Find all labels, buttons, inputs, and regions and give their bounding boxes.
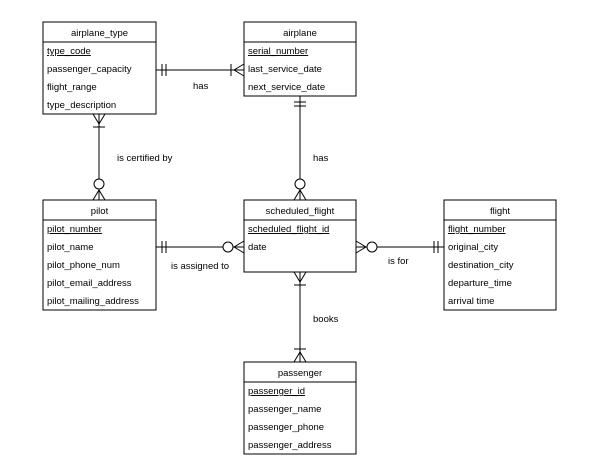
attribute: type_description (47, 100, 116, 111)
attribute: arrival time (448, 296, 494, 307)
attribute: date (248, 242, 267, 253)
entity-box (42, 21, 157, 115)
attribute: next_service_date (248, 82, 325, 93)
optional-circle (93, 178, 105, 190)
entity-pilot[interactable]: pilot pilot_number pilot_name pilot_phone_n… (42, 199, 157, 311)
entity-title: pilot (91, 206, 109, 217)
attribute: passenger_phone (248, 422, 324, 433)
entity-title: airplane (283, 28, 317, 39)
entity-title: airplane_type (71, 28, 128, 39)
crowfoot-prong (355, 246, 367, 254)
primary-key-attribute: type_code (47, 46, 91, 57)
crowfoot-prong (98, 189, 106, 201)
relationship-has-type[interactable]: has (156, 63, 245, 92)
crowfoot-prong (92, 113, 100, 125)
relationship-books[interactable]: books (293, 271, 339, 363)
entity-box (42, 199, 157, 311)
relationship-assigned[interactable]: is assigned to (156, 240, 245, 272)
relationship-has-sched[interactable]: has (293, 96, 329, 201)
optional-circle (294, 178, 306, 190)
entity-airplane_type[interactable]: airplane_type type_code passenger_capacity… (42, 21, 157, 115)
attribute: passenger_capacity (47, 64, 132, 75)
relationship-certified[interactable]: is certified by (92, 113, 173, 201)
relationship-label: is for (388, 256, 409, 267)
attribute: destination_city (448, 260, 514, 271)
crowfoot-prong (299, 189, 307, 201)
entity-box (243, 21, 357, 97)
optional-circle (222, 241, 234, 253)
crowfoot-prong (293, 271, 301, 283)
crowfoot-prong (233, 240, 245, 248)
attribute: passenger_name (248, 404, 321, 415)
attribute: passenger_address (248, 440, 332, 451)
relationship-is-for[interactable]: is for (355, 240, 444, 267)
crowfoot-prong (355, 240, 367, 248)
crowfoot-prong (233, 69, 245, 77)
attribute: pilot_phone_num (47, 260, 120, 271)
attribute: flight_range (47, 82, 97, 93)
entity-title: passenger (278, 368, 322, 379)
crowfoot-prong (299, 271, 307, 283)
crowfoot-prong (92, 189, 100, 201)
attribute: last_service_date (248, 64, 322, 75)
entity-title: flight (490, 206, 510, 217)
entity-flight[interactable]: flight flight_number original_city destinat… (443, 199, 557, 311)
primary-key-attribute: flight_number (448, 224, 506, 235)
crowfoot-prong (293, 189, 301, 201)
entity-box (243, 199, 357, 273)
relationship-label: has (313, 153, 329, 164)
relationship-label: has (193, 81, 209, 92)
relationship-label: is assigned to (171, 261, 229, 272)
crowfoot-prong (233, 63, 245, 71)
entity-airplane[interactable]: airplane serial_number last_service_datene… (243, 21, 357, 97)
primary-key-attribute: passenger_id (248, 386, 305, 397)
entity-title: scheduled_flight (266, 206, 335, 217)
optional-circle (366, 241, 378, 253)
primary-key-attribute: pilot_number (47, 224, 102, 235)
attribute: pilot_mailing_address (47, 296, 139, 307)
relationship-label: books (313, 314, 339, 325)
attribute: original_city (448, 242, 498, 253)
primary-key-attribute: scheduled_flight_id (248, 224, 329, 235)
crowfoot-prong (98, 113, 106, 125)
crowfoot-prong (293, 351, 301, 363)
attribute: pilot_email_address (47, 278, 132, 289)
crowfoot-prong (233, 246, 245, 254)
attribute: departure_time (448, 278, 512, 289)
crowfoot-prong (299, 351, 307, 363)
relationship-label: is certified by (117, 153, 173, 164)
entity-passenger[interactable]: passenger passenger_id passenger_namepasse… (243, 361, 357, 455)
entity-box (443, 199, 557, 311)
primary-key-attribute: serial_number (248, 46, 308, 57)
attribute: pilot_name (47, 242, 93, 253)
